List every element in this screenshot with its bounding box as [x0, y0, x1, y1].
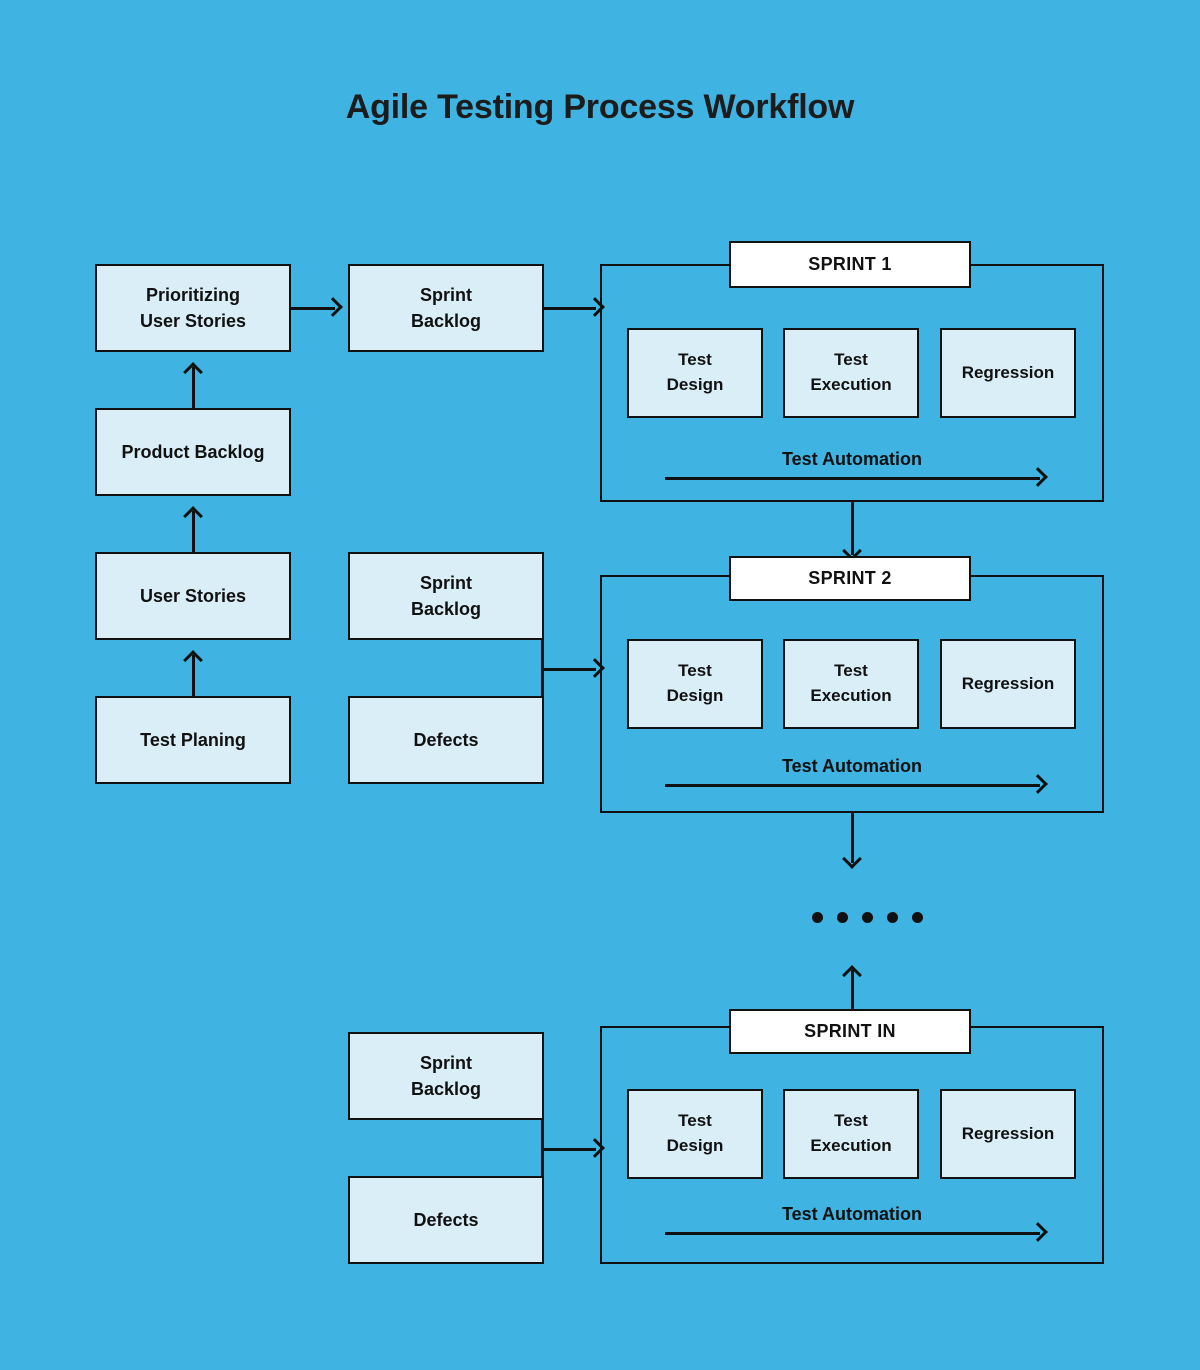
node-label-line2: Backlog	[410, 311, 482, 331]
node-label: Test Execution	[810, 348, 891, 397]
arrowhead-right-sprintbacklog1	[323, 297, 343, 317]
node-label-line2: Design	[666, 686, 724, 705]
node-sprint-backlog-1[interactable]: Sprint Backlog	[348, 264, 544, 352]
node-label-line1: Test	[834, 661, 868, 681]
node-label: Product Backlog	[121, 441, 265, 462]
node-label-line2: Execution	[810, 686, 892, 705]
node-label-line1: Test	[834, 1111, 868, 1131]
sprint-n-automation-label: Test Automation	[782, 1204, 922, 1224]
ellipsis-dots	[812, 912, 923, 923]
connector-prioritizing-to-sprintbacklog1	[291, 307, 335, 310]
sprint-label-text: SPRINT IN	[804, 1021, 896, 1041]
node-label-line1: Prioritizing	[146, 284, 240, 305]
sprint-n-test-design[interactable]: Test Design	[627, 1089, 763, 1179]
node-user-stories[interactable]: User Stories	[95, 552, 291, 640]
arrowhead-up-productbacklog	[183, 506, 203, 526]
connector-sprint1-to-sprint2	[851, 502, 854, 555]
connector-sprint2-to-ellipsis	[851, 813, 854, 863]
node-label: Test Execution	[810, 659, 891, 708]
node-label-line1: Test	[834, 350, 868, 370]
arrowhead-down-ellipsis	[842, 849, 862, 869]
node-label: Prioritizing User Stories	[140, 282, 246, 334]
ellipsis-dot	[812, 912, 823, 923]
node-label-line2: Backlog	[410, 599, 482, 619]
sprint-2-automation-label: Test Automation	[782, 756, 922, 776]
sprint-n-automation-arrow-line	[665, 1232, 1040, 1235]
arrowhead-up-prioritizing	[183, 362, 203, 382]
node-label-line2: User Stories	[139, 311, 247, 331]
ellipsis-dot	[887, 912, 898, 923]
node-label: Sprint Backlog	[411, 570, 481, 622]
connector-sprintbacklog1-to-sprint1	[544, 307, 596, 310]
sprint-n-test-execution[interactable]: Test Execution	[783, 1089, 919, 1179]
connector-junction-to-sprint2	[541, 668, 596, 671]
ellipsis-dot	[837, 912, 848, 923]
node-label: Sprint Backlog	[411, 282, 481, 334]
sprint-label-text: SPRINT 2	[808, 568, 892, 588]
node-label: Regression	[961, 673, 1055, 693]
node-label: Test Planing	[140, 729, 246, 750]
node-label-line1: Test	[678, 1111, 712, 1131]
sprint-1-regression[interactable]: Regression	[940, 328, 1076, 418]
ellipsis-dot	[862, 912, 873, 923]
connector-ellipsis-to-sprintn	[851, 970, 854, 1014]
sprint-2-test-execution[interactable]: Test Execution	[783, 639, 919, 729]
node-label-line1: Test	[678, 661, 712, 681]
connector-productbacklog-to-prioritizing	[192, 367, 195, 408]
sprint-label-text: SPRINT 1	[808, 254, 892, 274]
sprint-1-test-execution[interactable]: Test Execution	[783, 328, 919, 418]
node-defects-n[interactable]: Defects	[348, 1176, 544, 1264]
node-label-line1: Sprint	[420, 1052, 472, 1073]
page-title: Agile Testing Process Workflow	[345, 88, 855, 126]
sprint-2-automation-arrow-line	[665, 784, 1040, 787]
node-label: Regression	[961, 362, 1055, 382]
node-label: Defects	[413, 1209, 479, 1230]
node-label: Test Execution	[810, 1109, 891, 1158]
node-label-line1: Test	[678, 350, 712, 370]
node-label: Defects	[413, 729, 479, 750]
sprint-2-regression[interactable]: Regression	[940, 639, 1076, 729]
node-label: Regression	[961, 1123, 1055, 1143]
node-label: User Stories	[139, 585, 247, 606]
connector-junction-to-sprintn	[541, 1148, 596, 1151]
node-label-line2: Execution	[810, 375, 892, 394]
node-label: Test Design	[667, 348, 724, 397]
connector-testplaning-to-userstories	[192, 655, 195, 696]
sprint-n-regression[interactable]: Regression	[940, 1089, 1076, 1179]
node-label: Sprint Backlog	[411, 1050, 481, 1102]
arrowhead-up-userstories	[183, 650, 203, 670]
sprint-1-test-design[interactable]: Test Design	[627, 328, 763, 418]
sprint-2-label: SPRINT 2	[729, 556, 971, 601]
node-label-line1: Sprint	[420, 284, 472, 305]
node-prioritizing-user-stories[interactable]: Prioritizing User Stories	[95, 264, 291, 352]
node-label-line2: Design	[666, 375, 724, 394]
connector-userstories-to-productbacklog	[192, 511, 195, 552]
sprint-2-test-design[interactable]: Test Design	[627, 639, 763, 729]
node-label-line1: Sprint	[420, 572, 472, 593]
node-defects-2[interactable]: Defects	[348, 696, 544, 784]
sprint-1-label: SPRINT 1	[729, 241, 971, 288]
node-sprint-backlog-n[interactable]: Sprint Backlog	[348, 1032, 544, 1120]
ellipsis-dot	[912, 912, 923, 923]
node-label-line2: Design	[666, 1136, 724, 1155]
node-test-planing[interactable]: Test Planing	[95, 696, 291, 784]
node-label: Test Design	[667, 1109, 724, 1158]
sprint-1-automation-label: Test Automation	[782, 449, 922, 469]
sprint-n-label: SPRINT IN	[729, 1009, 971, 1054]
arrowhead-up-sprintn	[842, 965, 862, 985]
sprint-1-automation-arrow-line	[665, 477, 1040, 480]
node-sprint-backlog-2[interactable]: Sprint Backlog	[348, 552, 544, 640]
node-label: Test Design	[667, 659, 724, 708]
node-label-line2: Backlog	[410, 1079, 482, 1099]
node-product-backlog[interactable]: Product Backlog	[95, 408, 291, 496]
node-label-line2: Execution	[810, 1136, 892, 1155]
